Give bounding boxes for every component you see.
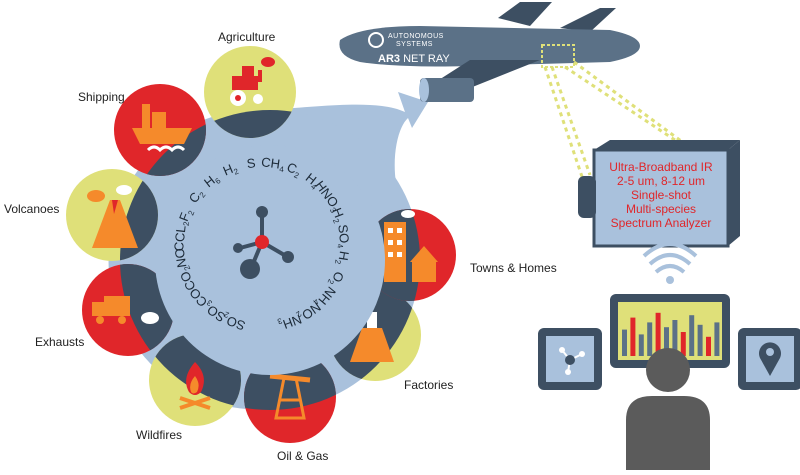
label-volcanoes: Volcanoes [4, 202, 59, 216]
chart-bar [714, 322, 720, 356]
label-exhausts: Exhausts [35, 335, 84, 349]
chart-bar [697, 324, 703, 356]
network-icon [559, 347, 585, 375]
aircraft-fuselage [339, 26, 640, 67]
analyzer-panel [592, 148, 730, 248]
molecule-formula: C2 [284, 159, 304, 180]
agriculture-source [204, 46, 296, 138]
volcano-icon [87, 185, 138, 248]
aircraft-brand-line1: AUTONOMOUS [388, 33, 444, 40]
buildings-icon [384, 210, 438, 282]
tractor-icon [230, 57, 275, 106]
molecule-formula: NH3 [276, 310, 304, 334]
aircraft: AUTONOMOUS SYSTEMS AR3 NET RAY [339, 2, 640, 102]
aircraft-brand-line2: SYSTEMS [396, 41, 433, 48]
molecule-icon [233, 206, 294, 279]
chart-bar [647, 322, 653, 356]
volcanoes-source [66, 169, 158, 261]
label-towns-homes: Towns & Homes [470, 261, 557, 275]
exhausts-source [82, 264, 174, 356]
map-pin-icon [759, 342, 781, 376]
person-icon [626, 348, 710, 470]
aircraft-model-rest: NET RAY [400, 53, 450, 65]
analyzer-line-2: 2-5 um, 8-12 um [616, 174, 706, 188]
emission-inner-disc [155, 145, 385, 375]
chart-bar [664, 327, 669, 356]
aircraft-engine [420, 78, 474, 102]
label-wildfires: Wildfires [136, 428, 182, 442]
analyzer-unit [578, 140, 740, 248]
molecule-formula: CO2 [175, 264, 201, 293]
operator-station [538, 294, 800, 470]
molecule-formula: SO2 [220, 309, 248, 333]
campfire-icon [179, 362, 211, 410]
molecule-formula: H2 [333, 250, 352, 267]
molecule-formula: F2 [176, 206, 197, 224]
sensor-window [541, 44, 575, 68]
aircraft-vertical-tail [498, 2, 552, 26]
wifi-signal-icon [642, 242, 698, 284]
molecule-formula: CH4 [260, 154, 286, 174]
towns-homes-source [364, 209, 456, 301]
molecule-formula: S [246, 155, 257, 171]
analyzer-lens [578, 176, 596, 218]
chart-bar [630, 317, 636, 356]
label-shipping: Shipping [78, 90, 125, 104]
chart-bar [638, 334, 644, 356]
analyzer-line-1: Ultra-Broadband IR [609, 160, 713, 174]
aircraft-model: AR3 NET RAY [378, 53, 450, 65]
molecule-formula: NO [172, 247, 190, 269]
oil-pump-icon [269, 373, 311, 420]
chart-bar [680, 332, 686, 356]
aircraft-model-bold: AR3 [378, 53, 400, 65]
molecule-formula: O2 [325, 268, 347, 289]
shipping-source [114, 84, 206, 176]
chart-bar [706, 336, 711, 356]
chart-bar [655, 312, 661, 356]
chart-bar [622, 329, 627, 356]
label-factories: Factories [404, 378, 453, 392]
analyzer-line-4: Multi-species [625, 202, 697, 216]
label-oil-gas: Oil & Gas [277, 449, 328, 463]
analyzer-line-5: Spectrum Analyzer [610, 216, 712, 230]
brand-logo [368, 32, 384, 48]
label-agriculture: Agriculture [218, 30, 276, 44]
chart-bar [689, 315, 695, 356]
molecule-formula: SO4 [333, 224, 352, 249]
aircraft-intake [419, 78, 429, 102]
ship-icon [132, 104, 192, 153]
truck-icon [92, 296, 159, 324]
analyzer-line-3: Single-shot [630, 188, 692, 202]
bar-chart-icon [622, 312, 720, 356]
chart-bar [672, 320, 678, 356]
molecule-formula: CCL2 [171, 220, 191, 253]
aircraft-horizontal-tail [560, 8, 616, 32]
